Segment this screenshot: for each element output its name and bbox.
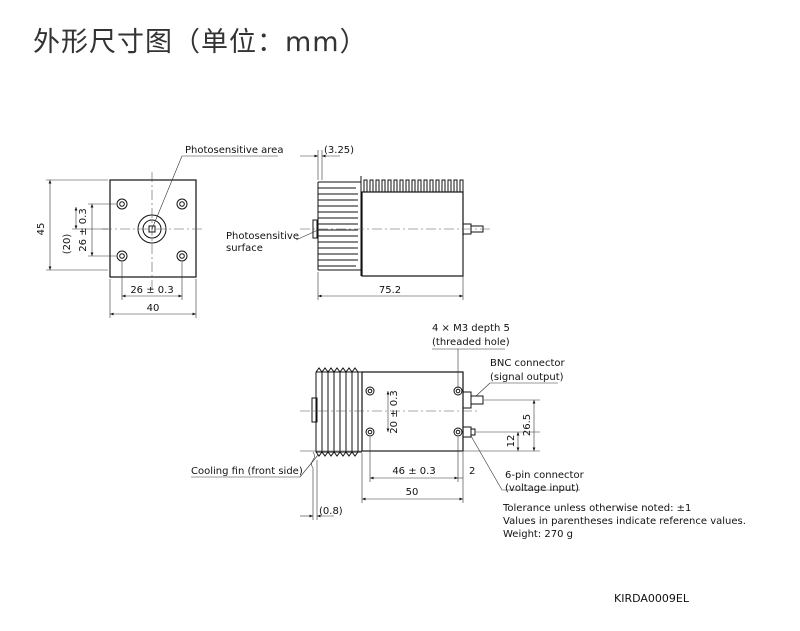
photosensitive-area-label: Photosensitive area — [185, 145, 283, 156]
dim-hole-horizontal-label: 26 ± 0.3 — [130, 285, 173, 296]
dim-hole-vertical-label: 26 ± 0.3 — [78, 208, 89, 251]
threaded-hole-label-1: 4 × M3 depth 5 — [432, 323, 510, 334]
six-pin-label-2: (voltage input) — [505, 483, 579, 494]
dim-length-label: 75.2 — [379, 285, 401, 296]
dim-hole-vertical-label-bottom: 20 ± 0.3 — [389, 390, 400, 433]
drawing-id: KIRDA0009EL — [614, 592, 690, 605]
side-cooling-fins — [317, 176, 362, 276]
dim-length-label-bottom: 50 — [406, 487, 419, 498]
dim-fin-label: (0.8) — [319, 506, 343, 517]
side-view: Photosensitive surface (3.25) 75.2 — [226, 145, 490, 300]
page-title: 外形尺寸图（单位：mm） — [33, 27, 368, 58]
dim-connector-total-label: 26.5 — [522, 414, 533, 436]
bnc-connector — [462, 391, 472, 409]
reference-note: Values in parentheses indicate reference… — [503, 516, 746, 527]
dim-offset-label: (3.25) — [324, 145, 354, 156]
front-view: Photosensitive area 45 (20) 26 ± 0.3 26 … — [36, 145, 283, 318]
front-screw-holes — [116, 198, 188, 262]
dim-width-label: 40 — [147, 303, 160, 314]
dim-edge-label: 2 — [469, 466, 475, 477]
bottom-view: 4 × M3 depth 5 (threaded hole) BNC conne… — [191, 323, 585, 520]
photosensitive-surface-label-2: surface — [226, 243, 263, 254]
tolerance-note: Tolerance unless otherwise noted: ±1 — [502, 503, 691, 514]
notes: Tolerance unless otherwise noted: ±1 Val… — [502, 503, 746, 540]
bottom-housing — [361, 371, 464, 452]
bnc-label-1: BNC connector — [490, 358, 565, 369]
weight-note: Weight: 270 g — [503, 529, 573, 540]
photosensitive-surface-label-1: Photosensitive — [226, 231, 299, 242]
side-housing — [361, 191, 464, 277]
dim-connector-gap-label: 12 — [506, 435, 517, 448]
bnc-label-2: (signal output) — [490, 372, 564, 383]
dim-height-label: 45 — [36, 223, 47, 236]
front-housing — [109, 179, 197, 278]
cooling-fin-label: Cooling fin (front side) — [191, 466, 303, 477]
dim-height-ref-label: (20) — [62, 234, 73, 255]
six-pin-label-1: 6-pin connector — [505, 470, 585, 481]
photosensitive-leader — [151, 155, 183, 230]
dim-hole-horizontal-label-bottom: 46 ± 0.3 — [392, 466, 435, 477]
bottom-cooling-fins — [315, 367, 362, 457]
six-pin-connector — [462, 426, 472, 438]
top-cooling-fins — [363, 179, 464, 192]
threaded-hole-label-2: (threaded hole) — [432, 337, 510, 348]
